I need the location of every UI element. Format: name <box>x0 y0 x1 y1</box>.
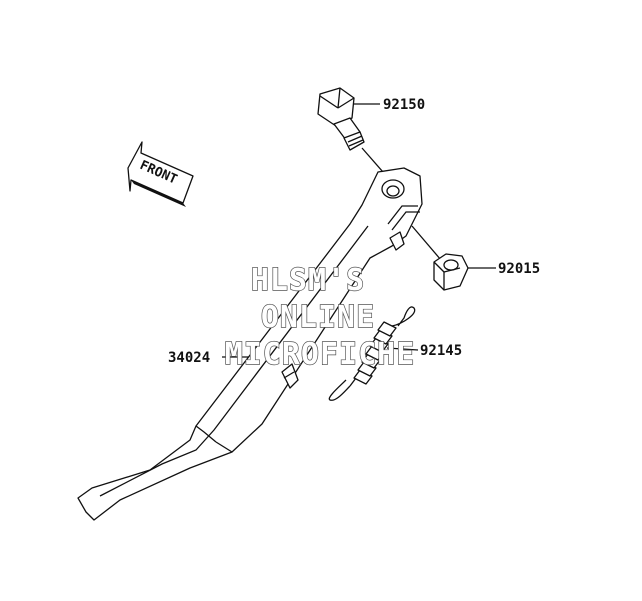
watermark-line-2: ONLINE <box>261 300 375 335</box>
bolt-part <box>317 87 365 151</box>
watermark-line-1: HLSM'S <box>251 263 365 298</box>
front-arrow: FRONT <box>127 141 194 207</box>
part-number-side-stand: 34024 <box>168 350 210 366</box>
nut-part <box>433 253 469 291</box>
spring-part <box>328 306 416 401</box>
spring-coil <box>353 321 397 385</box>
watermark-line-3: MICROFICHE <box>225 337 416 372</box>
side-stand-part <box>77 167 423 521</box>
part-number-bolt: 92150 <box>383 97 425 113</box>
part-number-spring: 92145 <box>420 343 462 359</box>
watermark: HLSM'S ONLINE MICROFICHE <box>224 262 416 372</box>
part-number-nut: 92015 <box>498 261 540 277</box>
